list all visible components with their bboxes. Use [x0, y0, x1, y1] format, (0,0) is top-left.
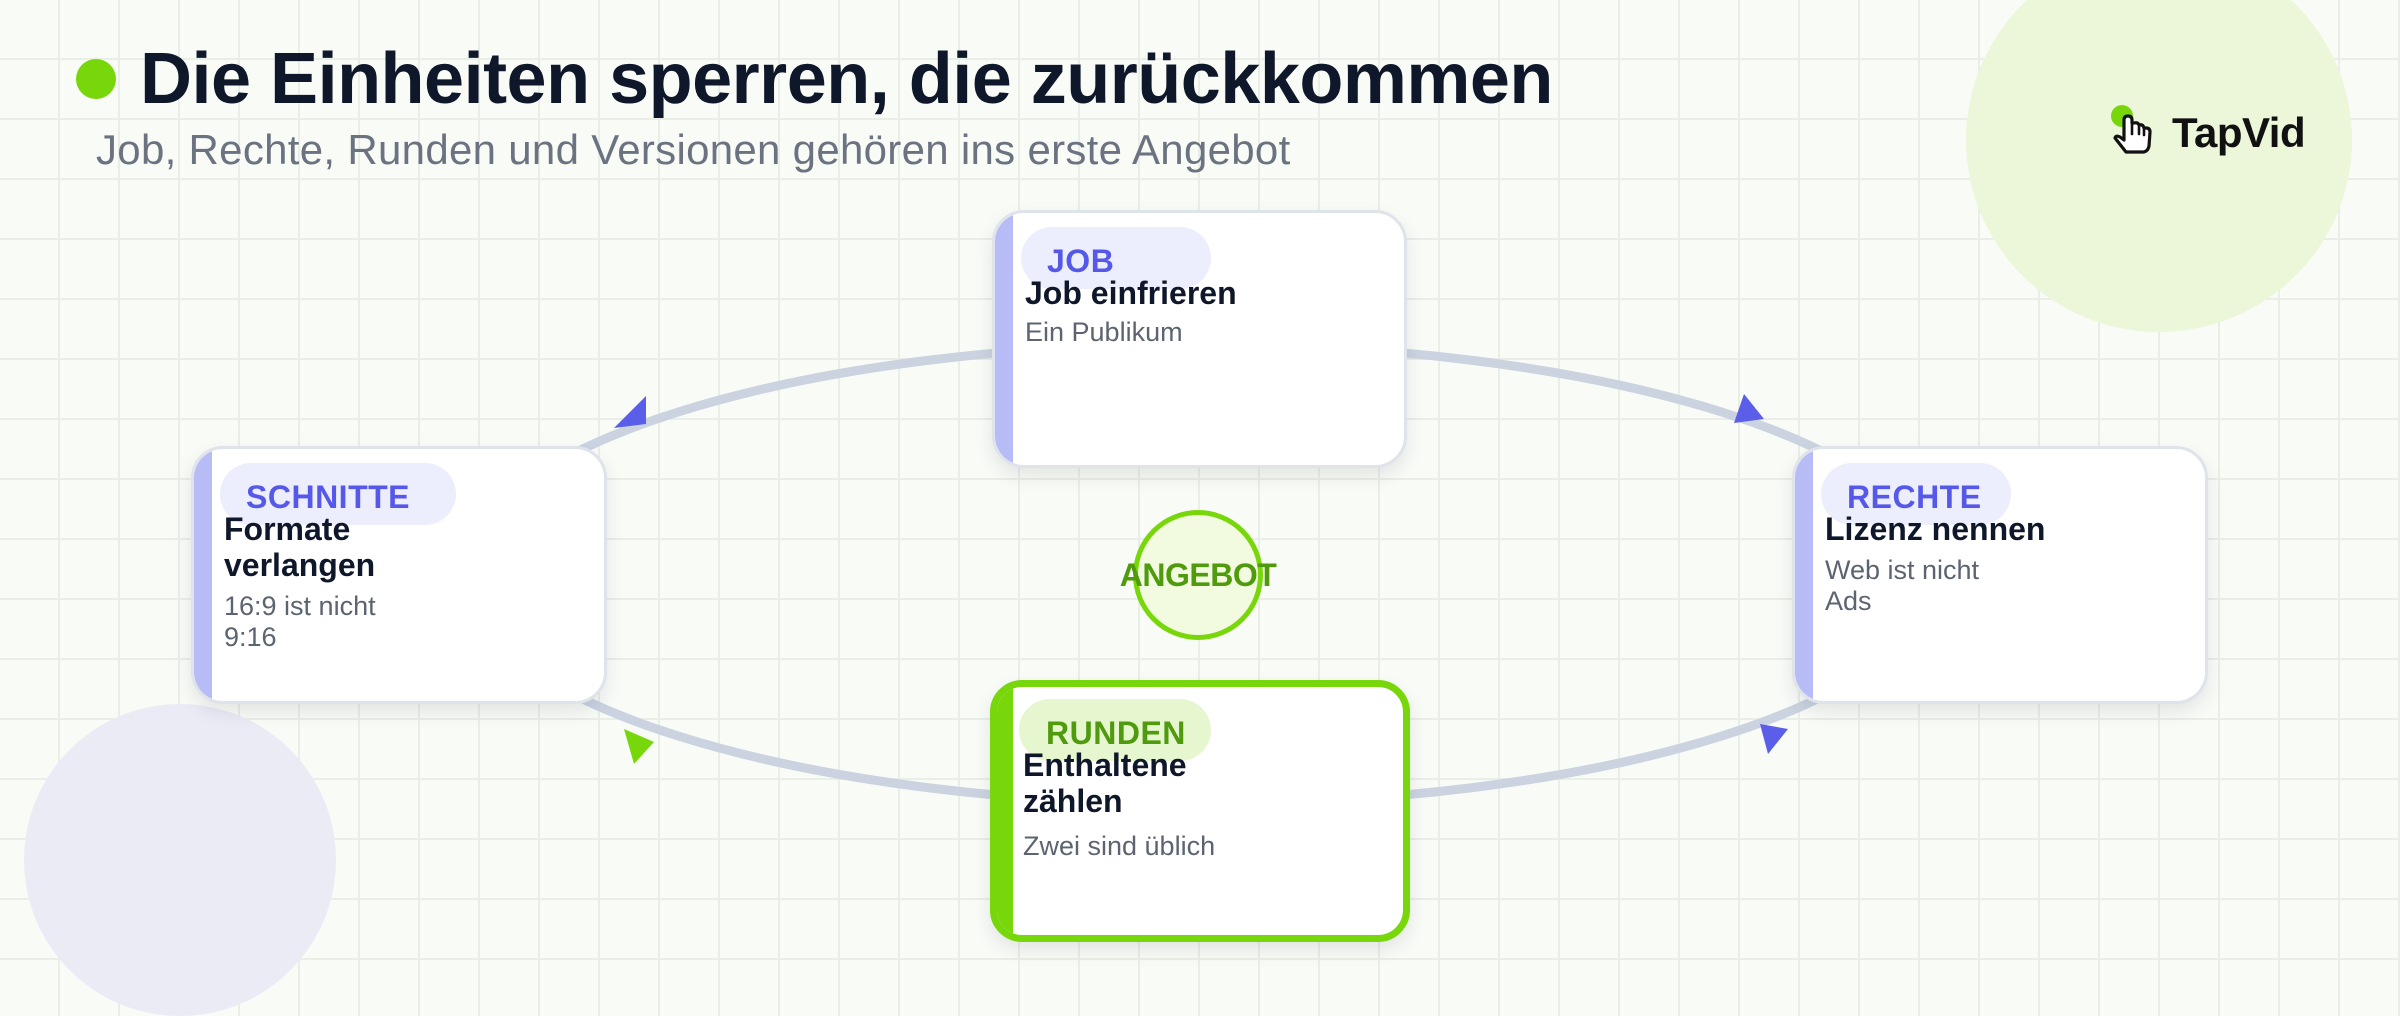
node-tag-rechte: RECHTE	[1847, 479, 1982, 515]
node-accent-stripe	[995, 213, 1013, 465]
edge-arrow-runden-schnitte	[624, 729, 654, 764]
node-tag-job: JOB	[1047, 243, 1115, 279]
node-job: JOB Job einfrieren Ein Publikum	[992, 210, 1407, 468]
brand-name: TapVid	[2172, 109, 2306, 156]
hub-label: ANGEBOT	[1119, 556, 1277, 593]
edge-arrow-schnitte-job	[614, 396, 646, 428]
page-subtitle: Job, Rechte, Runden und Versionen gehöre…	[96, 126, 1291, 173]
node-accent-stripe	[1795, 449, 1813, 701]
tap-hand-icon	[2111, 105, 2152, 154]
node-tag-schnitte: SCHNITTE	[246, 479, 410, 515]
title-bullet	[76, 59, 116, 99]
node-tag-runden: RUNDEN	[1046, 715, 1186, 751]
brand-logo: TapVid	[2110, 104, 2306, 162]
page-header: Die Einheiten sperren, die zurückkommen	[76, 34, 1553, 124]
node-desc-job: Ein Publikum	[1025, 317, 1183, 347]
page-title: Die Einheiten sperren, die zurückkommen	[140, 39, 1553, 119]
decorative-circle-top-right	[1966, 0, 2352, 332]
node-title-job: Job einfrieren	[1025, 275, 1237, 311]
node-tag-pill	[220, 463, 456, 525]
hub-angebot: ANGEBOT	[1120, 510, 1277, 640]
node-tag-pill	[1021, 227, 1211, 289]
node-tag-pill	[1821, 463, 2011, 525]
node-tag-pill	[1019, 699, 1211, 761]
node-title-rechte: Lizenz nennen	[1825, 511, 2046, 547]
edge-arrow-rechte-runden	[1760, 724, 1788, 754]
node-accent-stripe	[194, 449, 212, 701]
edge-arrow-job-rechte	[1734, 394, 1764, 423]
node-desc-runden: Zwei sind üblich	[1023, 831, 1216, 861]
node-accent-stripe	[997, 687, 1013, 935]
